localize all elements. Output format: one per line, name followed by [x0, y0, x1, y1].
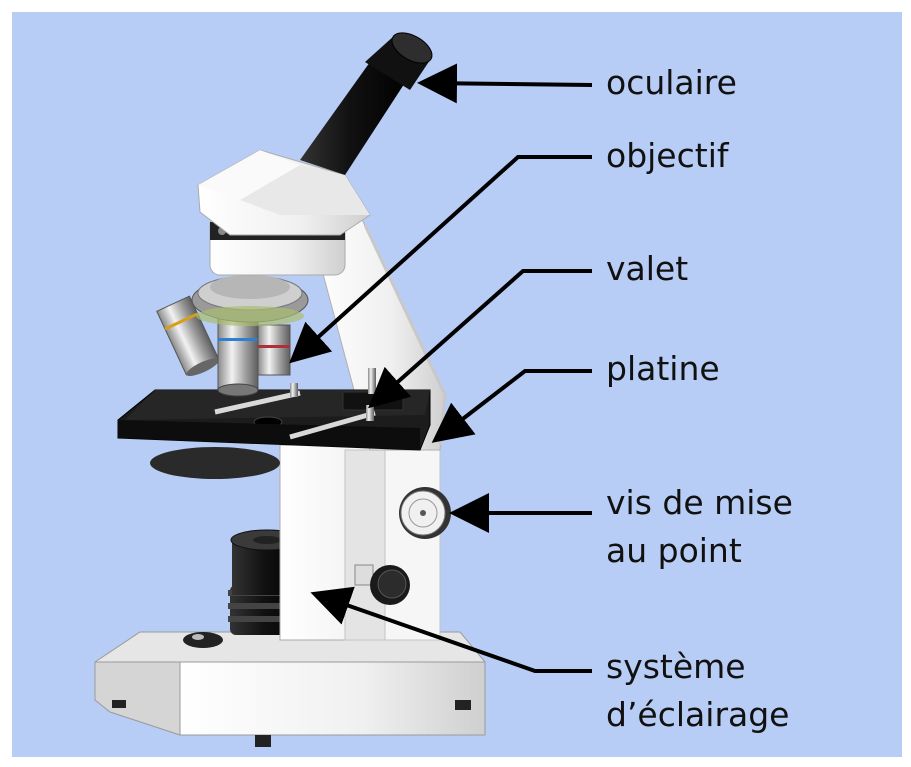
light-switch: [183, 632, 223, 648]
arrow-platine: [438, 371, 592, 438]
label-valet: valet: [606, 248, 688, 290]
label-eclairage-line1: système: [606, 646, 746, 688]
label-vis-line1: vis de mise: [606, 482, 793, 524]
arrow-oculaire: [425, 83, 592, 85]
label-platine: platine: [606, 348, 720, 390]
microscope-base: [95, 632, 485, 747]
label-oculaire: oculaire: [606, 62, 737, 104]
eyepiece-tube: [300, 27, 437, 175]
label-objectif: objectif: [606, 135, 728, 177]
coarse-focus-knob: [399, 487, 451, 539]
label-eclairage-line2: d’éclairage: [606, 694, 789, 736]
label-vis-line2: au point: [606, 530, 742, 572]
revolving-nosepiece: [192, 275, 308, 326]
